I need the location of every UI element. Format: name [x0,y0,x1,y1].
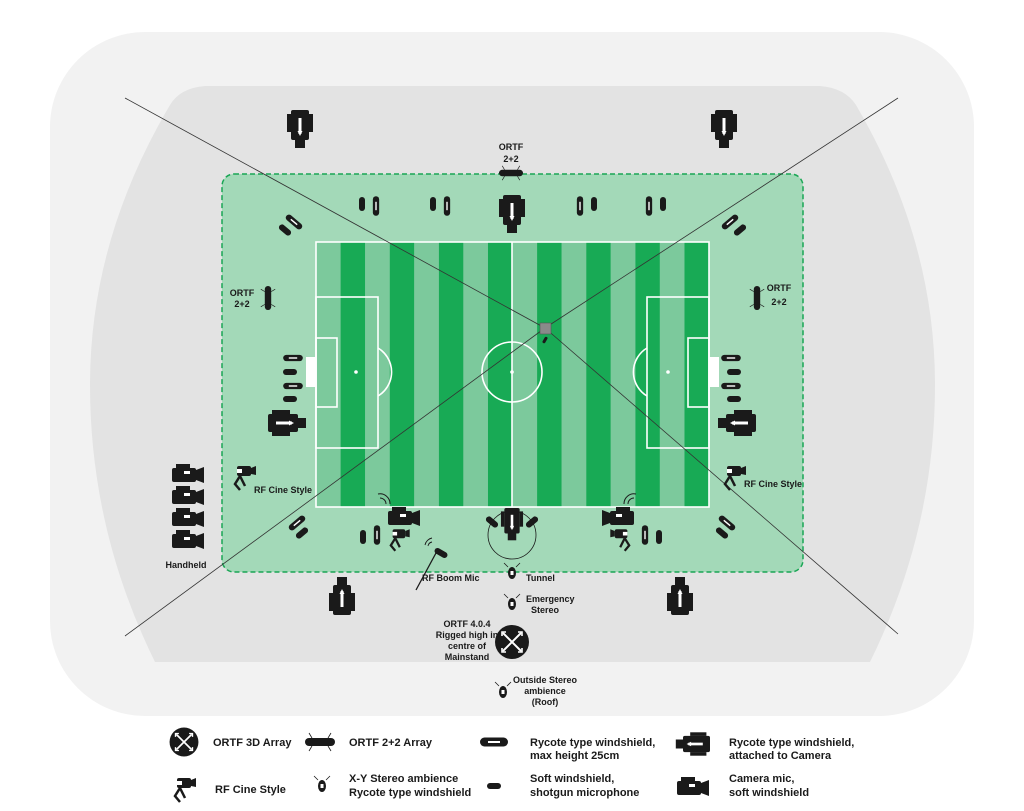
pitch-stripe [610,242,636,507]
legend-rycote-cam-1: Rycote type windshield, [729,737,854,749]
pitch-stripe [512,242,538,507]
pitch-stripe [561,242,587,507]
legend-rf-cine-icon [173,776,198,804]
soft-windshield-icon [656,530,662,544]
rycote-icon [373,525,381,545]
pitch-stripe [340,242,366,507]
soft-windshield-icon [727,396,741,402]
label-ortf404-3: centre of [448,641,487,651]
pitch-stripe [438,242,464,507]
label-ortf404-2: Rigged high in [436,630,499,640]
soft-windshield-icon [660,197,666,211]
label-ortf-right: ORTF [767,283,792,293]
legend-ortf-3d-icon [168,726,200,758]
label-rf-boom: RF Boom Mic [422,573,480,583]
legend-ortf22: ORTF 2+2 Array [349,737,433,749]
rycote-icon [372,196,380,216]
pitch-stripe [389,242,415,507]
label-emergency: Emergency [526,594,575,604]
label-rf-cine-right: RF Cine Style [744,479,802,489]
rycote-icon [283,382,303,390]
soft-windshield-icon [283,396,297,402]
legend-cam-1: Camera mic, [729,773,794,785]
legend-xy-icon [313,775,331,793]
legend-soft-1: Soft windshield, [530,773,614,785]
rycote-icon [443,196,451,216]
legend-ortf-22-icon [304,732,336,752]
pitch-stripe [487,242,513,507]
rycote-icon [721,382,741,390]
boom-pole [415,552,437,591]
label-rf-cine-left: RF Cine Style [254,485,312,495]
rycote-icon [576,196,584,216]
legend-rycote-1: Rycote type windshield, [530,737,655,749]
pitch-stripe [659,242,685,507]
ortf-3d-icon [494,624,530,660]
label-ortf-left: ORTF [230,288,255,298]
soft-windshield-icon [359,197,365,211]
legend-xy-1: X-Y Stereo ambience [349,773,458,785]
label-outside-2: ambience [524,686,566,696]
label-ortf404-4: Mainstand [445,652,490,662]
legend-rycote-cam-2: attached to Camera [729,750,832,762]
soft-windshield-icon [727,369,741,375]
legend-soft-icon [487,783,501,789]
pitch-stripe [414,242,439,507]
legend-cam-2: soft windshield [729,787,809,799]
rycote-icon [283,354,303,362]
soft-windshield-icon [430,197,436,211]
legend-xy-2: Rycote type windshield [349,787,471,799]
pitch-stripe [463,242,488,507]
label-ortf-top-2: 2+2 [503,154,518,164]
legend-soft-2: shotgun microphone [530,787,639,799]
label-emergency-2: Stereo [531,605,560,615]
legend: ORTF 3D Array ORTF 2+2 Array Rycote type… [168,726,854,804]
legend-camera-mic-icon [677,777,709,796]
soft-windshield-icon [283,369,297,375]
pitch [306,241,719,508]
legend-rycote-icon [480,737,508,747]
rycote-icon [721,354,741,362]
coverage-lines [124,97,899,637]
label-ortf-right-2: 2+2 [771,297,786,307]
legend-ortf3d: ORTF 3D Array [213,737,292,749]
legend-rycote-2: max height 25cm [530,750,619,762]
legend-camera-rycote-icon [675,732,710,756]
rycote-icon [645,196,653,216]
centre-rig [539,322,552,335]
legend-rf-cine: RF Cine Style [215,784,286,796]
label-tunnel: Tunnel [526,573,555,583]
label-outside-3: (Roof) [532,697,559,707]
label-ortf-left-2: 2+2 [234,299,249,309]
label-ortf-top: ORTF [499,142,524,152]
soft-windshield-icon [591,197,597,211]
label-outside: Outside Stereo [513,675,578,685]
label-handheld: Handheld [165,560,206,570]
pitch-stripe [537,242,562,507]
label-ortf404: ORTF 4.0.4 [443,619,490,629]
rycote-icon [641,525,649,545]
soft-windshield-icon [360,530,366,544]
